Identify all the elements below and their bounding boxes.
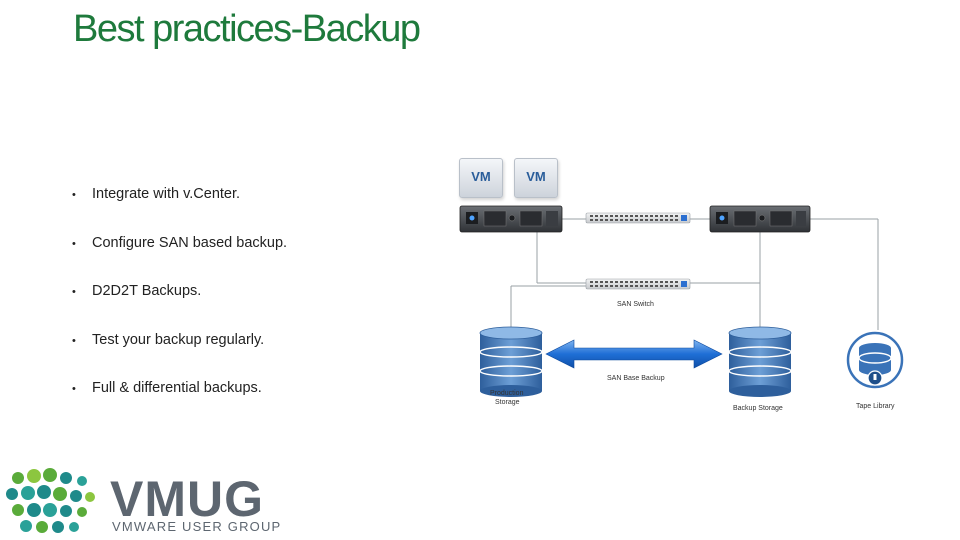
san-switch-label: SAN Switch: [617, 301, 654, 308]
bullet-item: • Integrate with v.Center.: [72, 186, 287, 235]
bullet-text: Test your backup regularly.: [92, 331, 265, 348]
tape-library-icon: [846, 331, 904, 389]
vm-1-icon: VM: [459, 158, 503, 198]
backup-storage-icon: [728, 326, 792, 397]
bullet-item: • D2D2T Backups.: [72, 283, 287, 332]
diagram-canvas: [459, 205, 904, 397]
connection-lines: [510, 218, 879, 333]
slide-title: Best practices-Backup: [73, 8, 421, 50]
server-right-icon: [709, 205, 811, 233]
bullet-list: • Integrate with v.Center. • Configure SAN…: [72, 186, 287, 429]
network-switch-top-icon: [585, 212, 691, 224]
bullet-text: D2D2T Backups.: [92, 283, 202, 299]
logo-wordmark: VMUG: [110, 471, 264, 527]
logo-tagline: VMWARE USER GROUP: [112, 519, 282, 534]
bullet-icon: •: [72, 286, 76, 298]
vm-2-icon: VM: [514, 158, 558, 198]
bullet-text: Full & differential backups.: [92, 380, 262, 396]
backup-storage-label: Backup Storage: [733, 405, 783, 412]
production-storage-icon: [479, 326, 543, 397]
bullet-item: • Full & differential backups.: [72, 380, 287, 429]
bullet-text: Configure SAN based backup.: [92, 234, 288, 251]
san-backup-label: SAN Base Backup: [607, 375, 665, 382]
tape-library-label: Tape Library: [856, 403, 895, 410]
production-storage-label-line1: Production: [490, 390, 524, 397]
bullet-icon: •: [72, 383, 76, 395]
vmug-logo-icon: [6, 468, 95, 533]
production-storage-label-line2: Storage: [495, 399, 520, 406]
backup-transfer-arrow-icon: [545, 339, 723, 369]
bullet-text: Integrate with v.Center.: [92, 186, 241, 202]
bullet-icon: •: [72, 334, 76, 347]
bullet-icon: •: [72, 189, 76, 201]
bullet-icon: •: [72, 237, 76, 250]
san-switch-icon: [585, 278, 691, 290]
bullet-item: • Test your backup regularly.: [72, 332, 287, 381]
server-left-icon: [459, 205, 563, 233]
bullet-item: • Configure SAN based backup.: [72, 235, 287, 284]
